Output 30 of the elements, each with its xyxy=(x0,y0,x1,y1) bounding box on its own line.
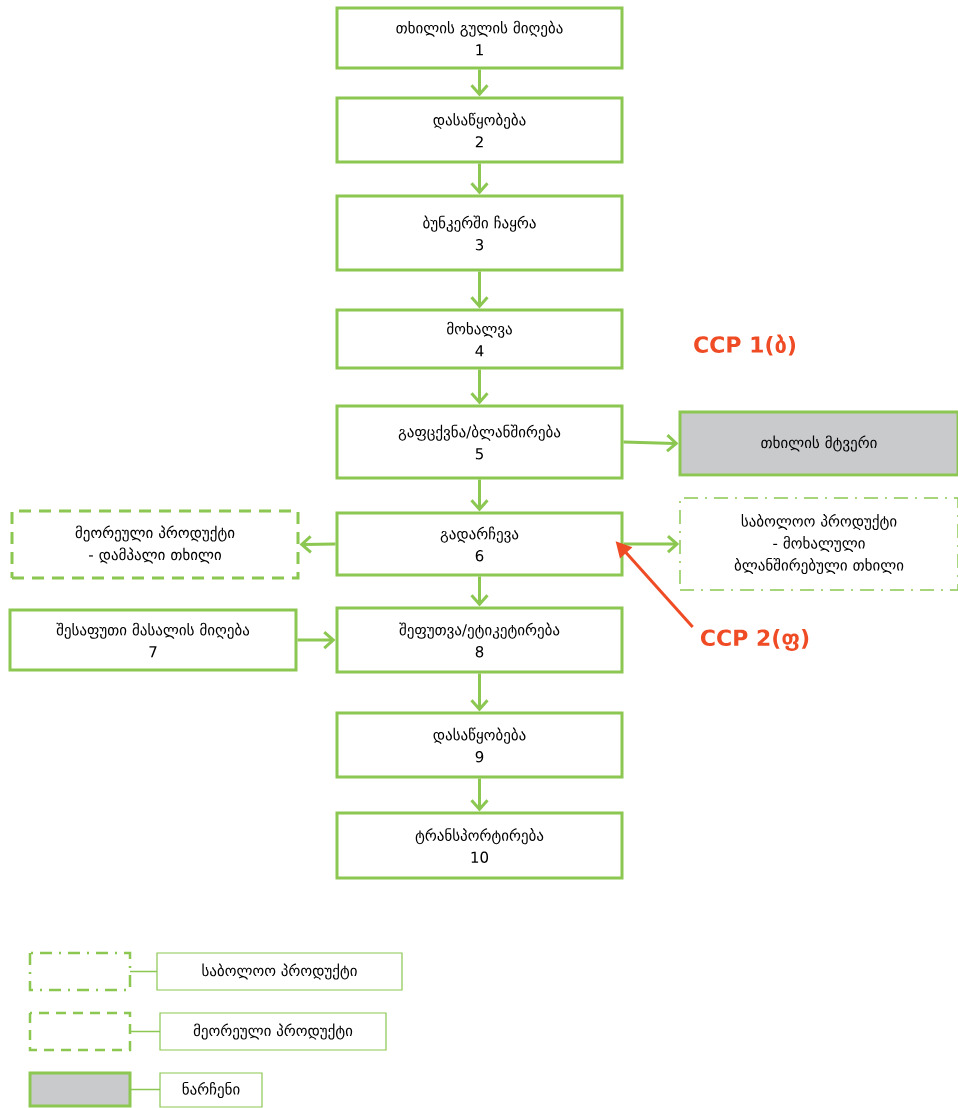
process-box: დასაწყობება 9 xyxy=(335,711,624,779)
waste-box: თხილის მტვერი xyxy=(678,410,958,477)
process-box: თხილის გულის მიღება 1 xyxy=(335,6,624,70)
legend-label: ნარჩენი xyxy=(159,1072,263,1108)
arrow xyxy=(470,369,489,405)
ccp-label: CCP 2(ფ) xyxy=(701,629,809,651)
process-box: შეფუთვა/ეტიკეტირება 8 xyxy=(335,606,624,674)
final-product-box: საბოლოო პროდუქტი - მოხალული ბლანშირებული თხილი xyxy=(679,497,958,591)
arrow xyxy=(470,673,489,712)
arrow xyxy=(470,479,489,512)
process-box: გადარჩევა 6 xyxy=(335,511,624,577)
legend-label: მეორეული პროდუქტი xyxy=(159,1012,387,1051)
process-box: გაფცქვნა/ბლანშირება 5 xyxy=(335,404,624,480)
arrow xyxy=(299,535,336,554)
process-box: დასაწყობება 2 xyxy=(335,96,624,164)
arrow xyxy=(623,534,680,554)
legend-label: საბოლოო პროდუქტი xyxy=(156,952,403,991)
arrow xyxy=(470,778,489,812)
process-box: ბუნკერში ჩაყრა 3 xyxy=(335,194,624,272)
ccp-label: CCP 1(ბ) xyxy=(694,334,796,356)
process-box: ტრანსპორტირება 10 xyxy=(335,811,624,880)
byproduct-box: მეორეული პროდუქტი - დამპალი თხილი xyxy=(10,509,300,580)
arrow xyxy=(470,271,489,309)
process-box: მოხალვა 4 xyxy=(335,308,624,370)
arrow xyxy=(470,69,489,97)
process-box: შესაფუთი მასალის მიღება 7 xyxy=(8,608,298,672)
arrow xyxy=(623,434,679,453)
arrow xyxy=(470,163,489,195)
arrow xyxy=(297,630,336,650)
arrow xyxy=(470,576,489,607)
